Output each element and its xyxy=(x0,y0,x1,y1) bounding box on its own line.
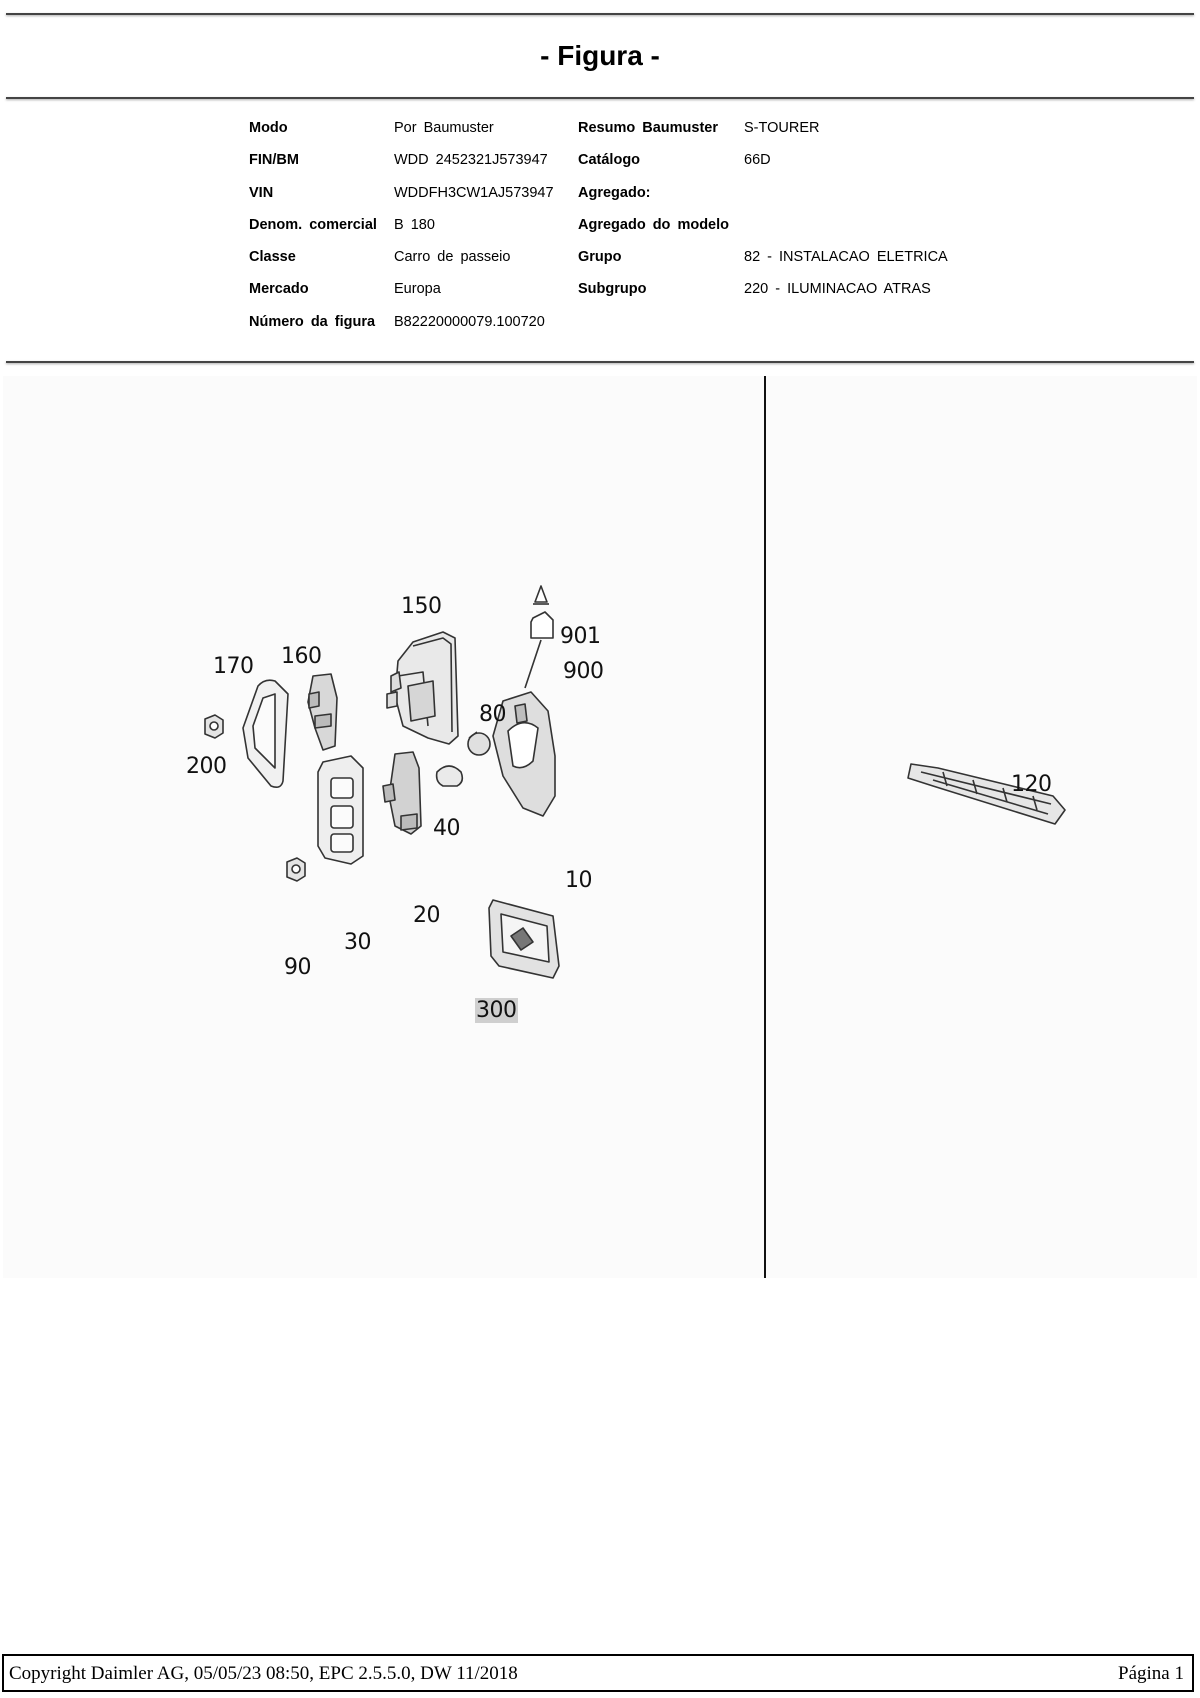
callout-901: 901 xyxy=(560,624,601,649)
parts-illustration xyxy=(204,376,1066,1278)
info-rule xyxy=(6,361,1194,363)
info-row: Número da figura B82220000079.100720 xyxy=(249,314,989,346)
callout-170: 170 xyxy=(213,654,254,679)
info-value: B 180 xyxy=(394,216,435,233)
info-row: Classe Carro de passeio Grupo 82 - INSTA… xyxy=(249,249,989,281)
page-number: Página 1 xyxy=(1118,1663,1184,1684)
copyright-text: Copyright Daimler AG, 05/05/23 08:50, EP… xyxy=(9,1663,518,1684)
parts-diagram: 150 901 900 170 160 80 200 40 10 20 30 9… xyxy=(3,376,1197,1278)
info-label: Subgrupo xyxy=(578,281,647,298)
info-value: B82220000079.100720 xyxy=(394,313,545,330)
info-value: 82 - INSTALACAO ELETRICA xyxy=(744,249,948,266)
callout-90: 90 xyxy=(284,955,312,980)
info-value: 220 - ILUMINACAO ATRAS xyxy=(744,281,931,298)
info-value: WDD 2452321J573947 xyxy=(394,152,548,169)
callout-150: 150 xyxy=(401,594,442,619)
callout-30: 30 xyxy=(344,930,372,955)
info-row: Modo Por Baumuster Resumo Baumuster S-TO… xyxy=(249,120,989,152)
callout-10: 10 xyxy=(565,868,593,893)
callout-80: 80 xyxy=(479,702,507,727)
info-table: Modo Por Baumuster Resumo Baumuster S-TO… xyxy=(249,120,989,346)
info-label: Catálogo xyxy=(578,152,641,169)
info-row: Denom. comercial B 180 Agregado do model… xyxy=(249,217,989,249)
info-row: Mercado Europa Subgrupo 220 - ILUMINACAO… xyxy=(249,281,989,313)
callout-200: 200 xyxy=(186,754,227,779)
info-label: FIN/BM xyxy=(249,152,299,169)
info-value: WDDFH3CW1AJ573947 xyxy=(394,184,554,201)
info-label: Número da figura xyxy=(249,313,376,330)
info-label: Classe xyxy=(249,249,296,266)
info-value: Carro de passeio xyxy=(394,249,511,266)
info-label: Mercado xyxy=(249,281,309,298)
callout-300[interactable]: 300 xyxy=(475,998,518,1023)
info-value: Europa xyxy=(394,281,441,298)
page-title: - Figura - xyxy=(540,40,660,71)
callout-20: 20 xyxy=(413,903,441,928)
callout-160: 160 xyxy=(281,644,322,669)
header-rule xyxy=(6,97,1194,99)
info-value: 66D xyxy=(744,152,771,169)
info-label: Agregado: xyxy=(578,184,651,201)
info-label: Grupo xyxy=(578,249,622,266)
info-label: VIN xyxy=(249,184,274,201)
top-rule xyxy=(6,13,1194,15)
footer: Copyright Daimler AG, 05/05/23 08:50, EP… xyxy=(2,1654,1194,1692)
callout-120: 120 xyxy=(1011,772,1052,797)
info-label: Agregado do modelo xyxy=(578,216,729,233)
callout-40: 40 xyxy=(433,816,461,841)
callout-900: 900 xyxy=(563,659,604,684)
info-label: Denom. comercial xyxy=(249,216,377,233)
info-label: Resumo Baumuster xyxy=(578,120,718,136)
info-value: Por Baumuster xyxy=(394,120,494,136)
info-value: S-TOURER xyxy=(744,120,820,136)
info-row: VIN WDDFH3CW1AJ573947 Agregado: xyxy=(249,185,989,217)
info-row: FIN/BM WDD 2452321J573947 Catálogo 66D xyxy=(249,152,989,184)
info-label: Modo xyxy=(249,120,288,136)
